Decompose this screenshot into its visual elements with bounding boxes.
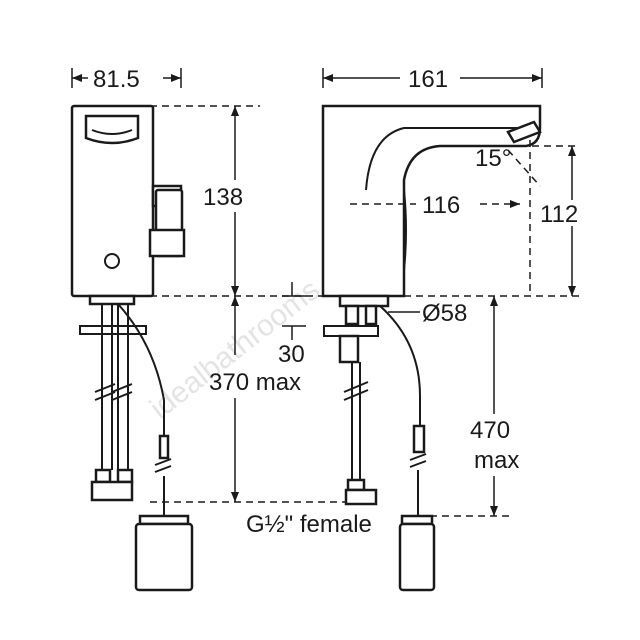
front-view: 161 15° 116 112 — [246, 66, 580, 592]
tap-body-front — [321, 104, 542, 298]
tap-body-side — [70, 104, 186, 298]
dim-label-470-unit: max — [474, 447, 519, 474]
dim-label-30: 30 — [278, 341, 305, 368]
dim-label-connection: G½" female — [246, 511, 372, 538]
dim-label-470: 470 — [470, 417, 510, 444]
dimension-width-side: 81.5 — [71, 66, 182, 93]
dimension-width-front: 161 — [322, 66, 543, 93]
dim-label-diameter: Ø58 — [422, 300, 467, 327]
dim-label-116: 116 — [422, 192, 460, 219]
dim-label-138: 138 — [203, 184, 243, 211]
side-view: 81.5 — [70, 66, 194, 592]
dim-label-161: 161 — [408, 66, 448, 93]
dim-label-81-5: 81.5 — [93, 66, 140, 93]
dim-label-112: 112 — [540, 201, 578, 228]
shank-front: 30 Ø58 — [278, 282, 467, 506]
pipes-side — [79, 294, 194, 592]
dimension-470-max: 470 max — [430, 296, 519, 517]
vertical-dimensions-left: 138 370 max — [150, 105, 360, 503]
dim-label-angle: 15° — [475, 145, 511, 172]
cable-front: G½" female — [246, 305, 436, 592]
spout-dimensions: 15° 116 112 — [350, 140, 580, 297]
dim-label-370-max: 370 max — [209, 369, 301, 396]
